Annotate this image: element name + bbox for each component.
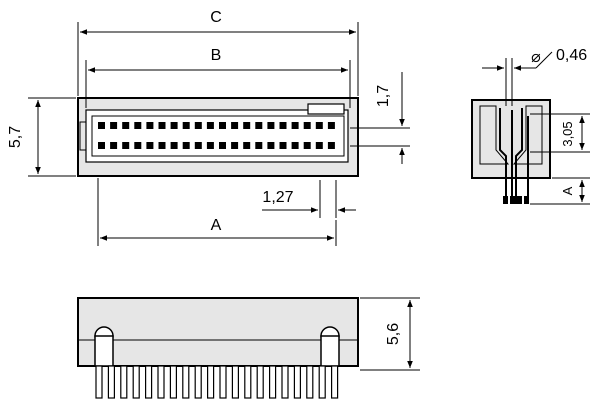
solder-lead — [157, 365, 165, 399]
solder-lead — [281, 365, 289, 399]
contact-pin — [206, 142, 214, 149]
dim-127-label: 1,27 — [262, 189, 293, 206]
contact-pin — [255, 142, 263, 149]
dim-17-label: 1,7 — [375, 85, 392, 107]
solder-lead — [219, 365, 227, 399]
contact-pin — [194, 122, 202, 129]
contact-pin — [206, 122, 214, 129]
contact-pin — [110, 142, 118, 149]
dim-c-label: C — [210, 9, 222, 26]
left-key-notch — [79, 121, 86, 151]
contact-pin — [98, 122, 105, 129]
side-view: ⌀ 0,46 3,05 A — [471, 47, 590, 205]
solder-lead — [244, 365, 252, 399]
side-pin-end-3 — [517, 196, 522, 204]
diameter-symbol: ⌀ — [531, 49, 541, 66]
contact-pin — [267, 142, 275, 149]
side-contact-right-outer — [515, 108, 523, 204]
side-pin-end-4 — [524, 196, 529, 204]
bottom-view: 5,6 — [77, 297, 420, 399]
contact-pin — [219, 122, 226, 129]
side-pin-end-1 — [503, 196, 508, 204]
contact-pin — [315, 122, 323, 129]
dim-57-label: 5,7 — [7, 126, 24, 148]
contact-pin — [315, 142, 323, 149]
contact-pin — [327, 122, 335, 129]
pin-insulator — [91, 115, 345, 157]
dim-a-side-label: A — [560, 186, 575, 195]
contact-pin — [170, 122, 178, 129]
side-left-cavity — [479, 105, 510, 165]
contact-pin — [231, 142, 239, 149]
solder-lead — [95, 365, 103, 399]
contact-pin — [146, 142, 154, 149]
contact-pin — [219, 142, 226, 149]
contact-pin — [303, 122, 311, 129]
front-cavity — [85, 109, 349, 163]
mounting-post-left — [94, 326, 114, 367]
dim-305-label: 3,05 — [560, 121, 575, 146]
contact-pin — [194, 142, 202, 149]
contact-pin — [303, 142, 311, 149]
contact-pin — [122, 142, 130, 149]
contact-pin — [243, 142, 251, 149]
contact-pin — [134, 122, 142, 129]
solder-lead — [331, 365, 339, 399]
solder-lead — [256, 365, 264, 399]
solder-lead — [293, 365, 301, 399]
side-right-cavity — [512, 105, 543, 165]
contact-pin — [182, 122, 190, 129]
contact-pin — [170, 142, 178, 149]
solder-lead — [194, 365, 202, 399]
contact-pin — [146, 122, 154, 129]
contact-pin — [291, 142, 299, 149]
contact-pin — [243, 122, 251, 129]
solder-lead — [231, 365, 239, 399]
solder-lead — [318, 365, 326, 399]
side-contact-left-outer — [499, 108, 507, 204]
contact-pin — [98, 142, 105, 149]
solder-lead — [207, 365, 215, 399]
mounting-post-right — [320, 326, 340, 367]
contact-pin — [158, 142, 166, 149]
contact-pin — [279, 142, 287, 149]
dim-b-label: B — [211, 47, 222, 64]
contact-pin — [231, 122, 239, 129]
contact-pin — [110, 122, 118, 129]
solder-lead — [169, 365, 177, 399]
solder-lead — [132, 365, 140, 399]
contact-pin — [122, 122, 130, 129]
lead-row — [95, 365, 339, 399]
solder-lead — [269, 365, 277, 399]
contact-pin — [182, 142, 190, 149]
contact-pin — [291, 122, 299, 129]
solder-lead — [145, 365, 153, 399]
front-view: C B 5,7 1,7 1,27 A — [7, 9, 410, 246]
polarization-tab — [307, 103, 345, 115]
side-pin-end-2 — [510, 196, 515, 204]
solder-lead — [120, 365, 128, 399]
bottom-body-outline — [77, 297, 359, 367]
contact-pin — [327, 142, 335, 149]
contact-pin — [267, 122, 275, 129]
dim-dia-leader — [535, 51, 553, 69]
contact-pin — [255, 122, 263, 129]
dim-56-label: 5,6 — [385, 323, 402, 345]
solder-lead — [306, 365, 314, 399]
dim-a-label: A — [211, 217, 222, 234]
contact-pin — [134, 142, 142, 149]
solder-lead — [107, 365, 116, 399]
solder-lead — [182, 365, 190, 399]
contact-pin — [279, 122, 287, 129]
dim-dia-label: 0,46 — [556, 47, 587, 64]
pin-grid — [98, 122, 335, 149]
contact-pin — [158, 122, 166, 129]
